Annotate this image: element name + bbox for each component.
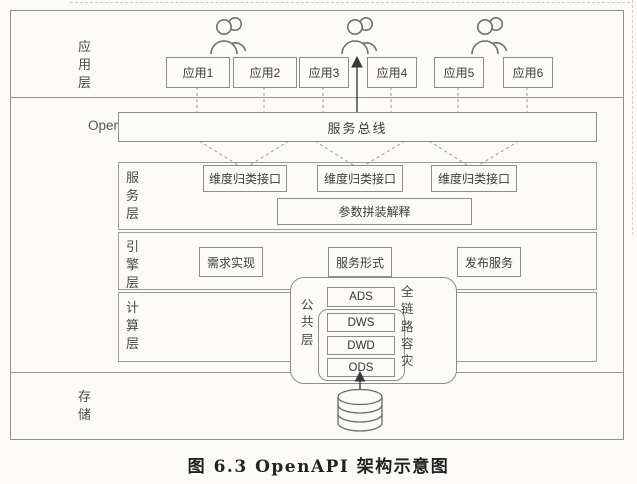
app-box-6: 应用6 bbox=[503, 57, 553, 88]
dwd-box: DWD bbox=[327, 336, 395, 355]
scan-artifact-line-right bbox=[632, 0, 633, 235]
layer-label-storage: 存储 bbox=[78, 389, 92, 422]
bus-to-interface-connectors bbox=[198, 140, 520, 166]
layer-label-compute: 计算层 bbox=[126, 300, 140, 351]
dimension-interface-box-2: 维度归类接口 bbox=[317, 165, 403, 192]
app-layer-divider bbox=[10, 97, 623, 98]
requirement-box: 需求实现 bbox=[199, 247, 263, 277]
dws-box: DWS bbox=[327, 313, 395, 332]
app-box-1: 应用1 bbox=[166, 57, 230, 88]
service-form-box: 服务形式 bbox=[328, 247, 392, 277]
service-bus: 服务总线 bbox=[118, 112, 597, 142]
users-icon bbox=[471, 17, 508, 55]
layer-label-app: 应用层 bbox=[78, 39, 92, 90]
app-box-4: 应用4 bbox=[367, 57, 417, 88]
common-layer-label: 公共层 bbox=[301, 298, 314, 347]
users-icon bbox=[210, 17, 247, 55]
dimension-interface-box-3: 维度归类接口 bbox=[431, 165, 517, 192]
ods-box: ODS bbox=[327, 358, 395, 377]
app-box-2: 应用2 bbox=[233, 57, 297, 88]
full-link-dr-label: 全链路容灾 bbox=[401, 285, 414, 368]
diagram-outer-frame bbox=[10, 10, 624, 440]
service-layer-section bbox=[118, 162, 597, 230]
figure-caption: 图 6.3 OpenAPI 架构示意图 bbox=[187, 457, 450, 477]
layer-label-service: 服务层 bbox=[126, 170, 140, 221]
app-box-5: 应用5 bbox=[434, 57, 484, 88]
ads-box: ADS bbox=[327, 287, 395, 307]
app-to-bus-connectors bbox=[196, 87, 528, 112]
dimension-interface-box-1: 维度归类接口 bbox=[203, 165, 287, 192]
param-assembly-box: 参数拼装解释 bbox=[277, 198, 472, 225]
publish-service-box: 发布服务 bbox=[457, 247, 521, 277]
layer-label-engine: 引擎层 bbox=[126, 239, 140, 290]
app-box-3: 应用3 bbox=[299, 57, 349, 88]
scan-artifact-line bbox=[70, 2, 630, 3]
up-arrow-icon bbox=[351, 55, 363, 112]
db-up-arrow-icon bbox=[354, 370, 366, 390]
database-icon bbox=[337, 388, 383, 432]
users-icon bbox=[341, 17, 378, 55]
